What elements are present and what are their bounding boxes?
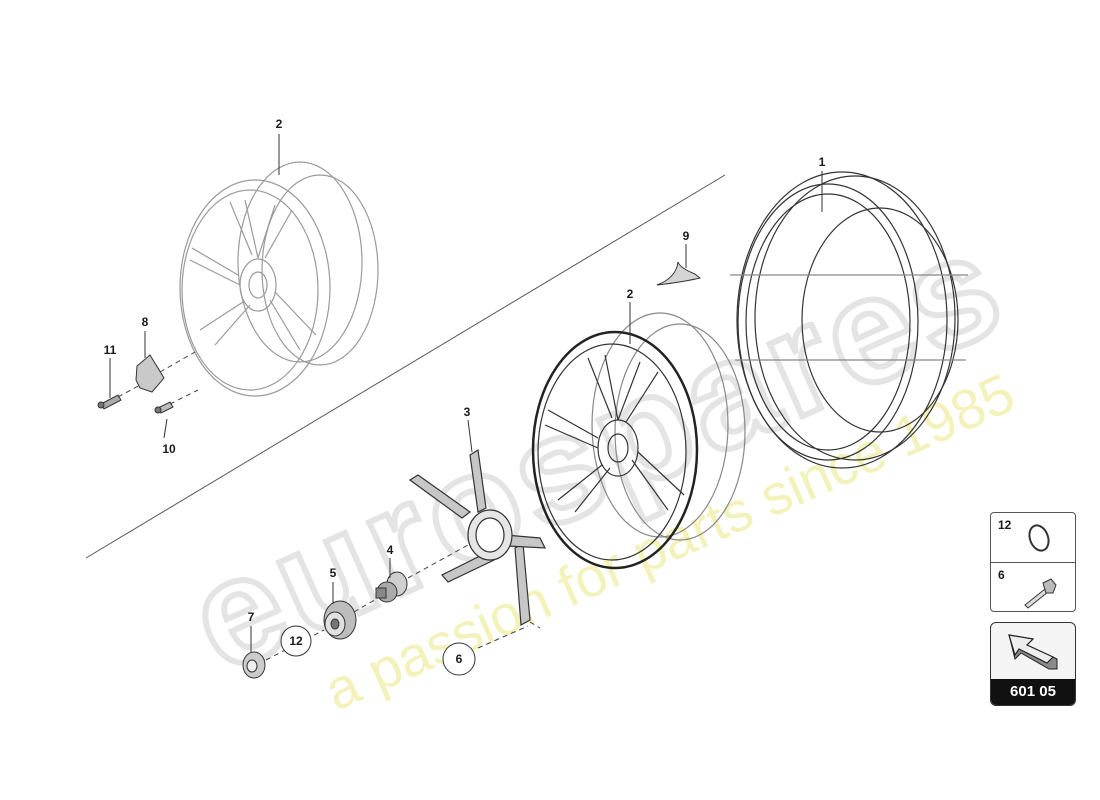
callout-3: 3: [464, 405, 471, 419]
legend-row-6: 6: [991, 562, 1075, 612]
watermark: eurospares a passion for parts since 198…: [163, 194, 1031, 722]
o-ring-icon: [1028, 524, 1050, 552]
bolt-icon: [1024, 578, 1057, 609]
centre-lock-nut: [323, 600, 357, 640]
legend-row-12: 12: [991, 513, 1075, 562]
direction-arrow-icon: [1008, 634, 1058, 670]
separator-line: [85, 174, 726, 559]
callout-1: 1: [819, 155, 826, 169]
callout-12-circle: [280, 625, 312, 657]
callout-10: 10: [162, 442, 176, 456]
wheel-tool: [408, 449, 546, 626]
leader-lines: [109, 134, 823, 652]
callout-8: 8: [142, 315, 149, 329]
callout-6: 6: [456, 652, 463, 666]
callout-5: 5: [330, 566, 337, 580]
callout-6-circle: [442, 642, 476, 676]
callout-2-main: 2: [627, 287, 634, 301]
reference-label: 601 05: [991, 679, 1075, 705]
legend-number: 6: [998, 568, 1005, 582]
hub-adapter: [375, 571, 408, 603]
rim-main: [531, 312, 746, 570]
legend-number: 12: [998, 518, 1012, 532]
assembly-lines: [265, 544, 541, 661]
callout-4: 4: [387, 543, 394, 557]
callout-12: 12: [289, 634, 303, 648]
rim-upper-left: [179, 161, 379, 397]
callout-9: 9: [683, 229, 690, 243]
reference-box: 601 05: [990, 622, 1076, 706]
callout-11: 11: [104, 343, 117, 357]
tpms-sensor-parts: [97, 351, 199, 414]
callout-2-upper: 2: [276, 117, 283, 131]
centre-cap: [242, 651, 266, 679]
callout-7: 7: [248, 610, 255, 624]
tyre: [730, 171, 968, 469]
balance-weight: [656, 261, 702, 286]
parts-legend: 12 6: [990, 512, 1076, 612]
